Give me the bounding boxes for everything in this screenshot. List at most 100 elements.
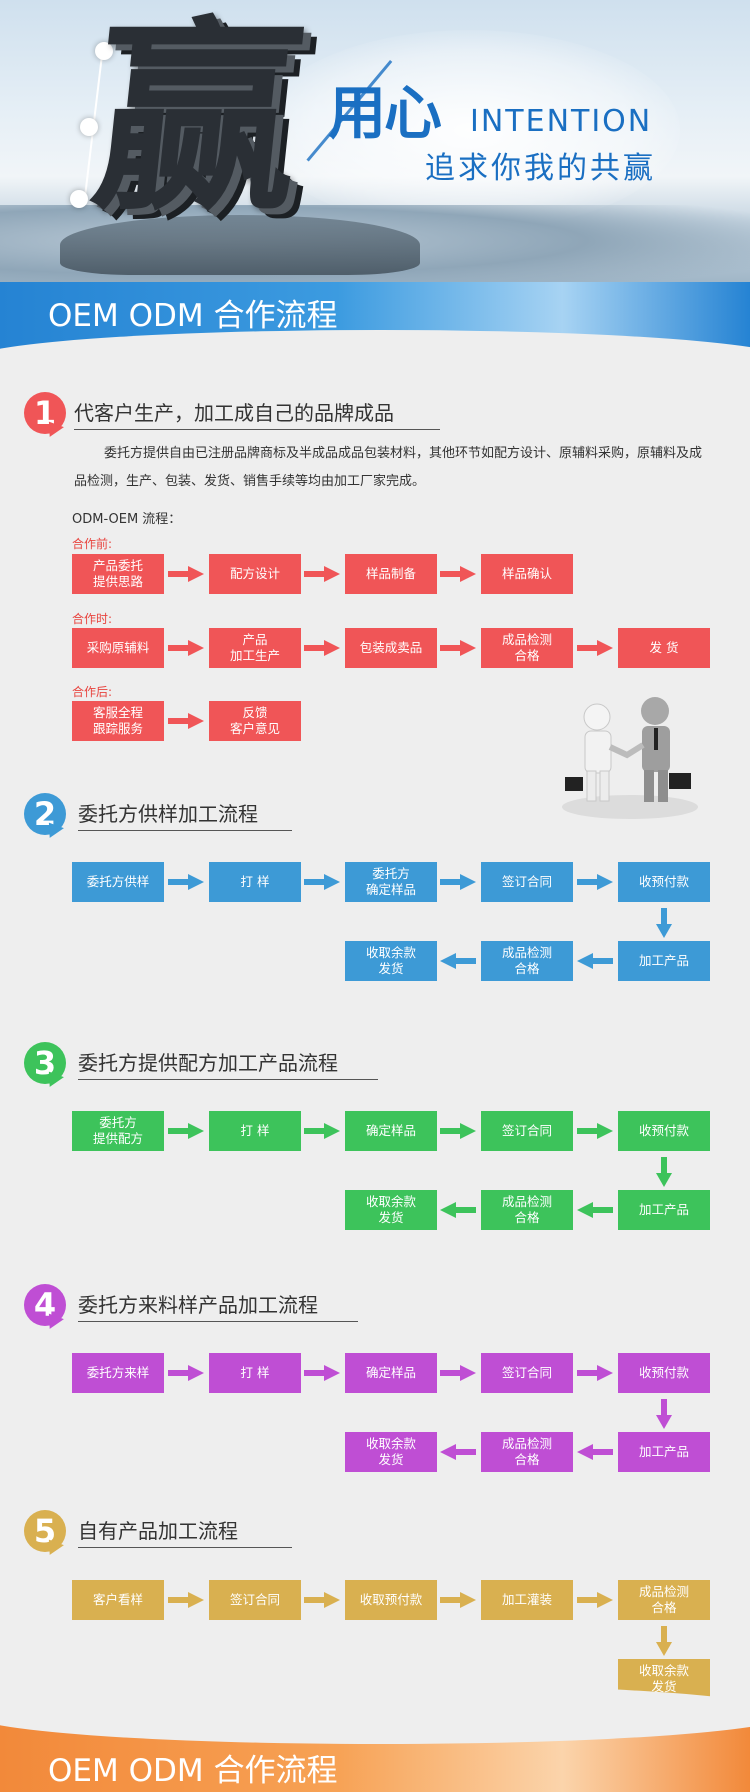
- flow-step: 委托方 确定样品: [345, 862, 437, 902]
- slogan-english: INTENTION: [470, 104, 653, 139]
- section-5-title: 自有产品加工流程: [78, 1515, 292, 1548]
- phase-label-before: 合作前:: [72, 537, 113, 551]
- arrow-right-icon: [577, 1592, 613, 1608]
- flow-step: 签订合同: [481, 862, 573, 902]
- section-4-title: 委托方来料样产品加工流程: [78, 1289, 358, 1322]
- arrow-left-icon: [440, 953, 476, 969]
- arrow-right-icon: [577, 640, 613, 656]
- section-banner-top: [0, 282, 750, 390]
- flow-step: 确定样品: [345, 1353, 437, 1393]
- hero-banner: 赢 用心 INTENTION 追求你我的共赢: [0, 0, 750, 285]
- section-banner-bottom: [0, 1684, 750, 1792]
- flow-step: 收取余款 发货: [345, 1432, 437, 1472]
- slogan-sub: 追求你我的共赢: [425, 151, 656, 186]
- flow-step: 客户看样: [72, 1580, 164, 1620]
- flow-step: 客服全程 跟踪服务: [72, 701, 164, 741]
- hero-big-char: 赢: [82, 1, 305, 239]
- flow-step: 收取余款 发货: [345, 1190, 437, 1230]
- flow-step: 确定样品: [345, 1111, 437, 1151]
- flow-step: 样品制备: [345, 554, 437, 594]
- arrow-right-icon: [577, 874, 613, 890]
- step-badge-2: 2: [24, 793, 66, 835]
- flow-step: 签订合同: [209, 1580, 301, 1620]
- arrow-left-icon: [577, 1444, 613, 1460]
- arrow-left-icon: [577, 1202, 613, 1218]
- banner-title-bottom: OEM ODM 合作流程: [48, 1753, 338, 1789]
- phase-label-after: 合作后:: [72, 685, 113, 699]
- flow-step: 加工产品: [618, 1190, 710, 1230]
- section-1-title: 代客户生产，加工成自己的品牌成品: [74, 397, 440, 430]
- flow-step: 反馈 客户意见: [209, 701, 301, 741]
- flow-step: 收取余款 发货: [345, 941, 437, 981]
- arrow-right-icon: [168, 874, 204, 890]
- arrow-right-icon: [440, 874, 476, 890]
- section-3-title: 委托方提供配方加工产品流程: [78, 1047, 378, 1080]
- handshake-illustration: [562, 697, 698, 819]
- step-badge-3: 3: [24, 1042, 66, 1084]
- arrow-down-icon: [656, 908, 672, 938]
- flow-step: 加工产品: [618, 941, 710, 981]
- slogan-main: 用心: [328, 79, 442, 147]
- flow-step: 委托方供样: [72, 862, 164, 902]
- arrow-right-icon: [577, 1123, 613, 1139]
- arrow-right-icon: [304, 640, 340, 656]
- arrow-left-icon: [577, 953, 613, 969]
- arrow-right-icon: [304, 874, 340, 890]
- arrow-right-icon: [304, 1592, 340, 1608]
- banner-title: OEM ODM 合作流程: [48, 298, 338, 334]
- arrow-down-icon: [656, 1157, 672, 1187]
- flow-step: 委托方 提供配方: [72, 1111, 164, 1151]
- arrow-right-icon: [168, 566, 204, 582]
- flow-step: 收预付款: [618, 1111, 710, 1151]
- flow-step: 成品检测 合格: [481, 628, 573, 668]
- arrow-right-icon: [440, 566, 476, 582]
- flow-step: 成品检测 合格: [481, 1190, 573, 1230]
- decor-dot: [95, 42, 113, 60]
- arrow-right-icon: [168, 1592, 204, 1608]
- step-badge-5: 5: [24, 1510, 66, 1552]
- arrow-right-icon: [304, 566, 340, 582]
- flow-step: 打 样: [209, 1353, 301, 1393]
- arrow-down-icon: [656, 1626, 672, 1656]
- flow-step: 加工灌装: [481, 1580, 573, 1620]
- flow-step: 打 样: [209, 1111, 301, 1151]
- flow-step: 产品委托 提供思路: [72, 554, 164, 594]
- section-2-title: 委托方供样加工流程: [78, 798, 292, 831]
- arrow-right-icon: [304, 1123, 340, 1139]
- flow-step: 成品检测 合格: [481, 1432, 573, 1472]
- flow-step: 加工产品: [618, 1432, 710, 1472]
- arrow-left-icon: [440, 1444, 476, 1460]
- phase-label-during: 合作时:: [72, 612, 113, 626]
- flow-step: 签订合同: [481, 1353, 573, 1393]
- flow-step: 采购原辅料: [72, 628, 164, 668]
- flow-step: 收预付款: [618, 1353, 710, 1393]
- arrow-right-icon: [304, 1365, 340, 1381]
- flow-label: ODM-OEM 流程：: [72, 512, 182, 527]
- hero-rock: [60, 215, 420, 275]
- step-badge-4: 4: [24, 1284, 66, 1326]
- step-badge-1: 1: [24, 392, 66, 434]
- arrow-right-icon: [577, 1365, 613, 1381]
- decor-dot: [80, 118, 98, 136]
- flow-step: 收取预付款: [345, 1580, 437, 1620]
- flow-step: 打 样: [209, 862, 301, 902]
- flow-step: 委托方来样: [72, 1353, 164, 1393]
- arrow-right-icon: [168, 1123, 204, 1139]
- section-1-description: 委托方提供自由已注册品牌商标及半成品成品包装材料，其他环节如配方设计、原辅料采购…: [74, 446, 703, 489]
- arrow-right-icon: [168, 640, 204, 656]
- arrow-right-icon: [440, 640, 476, 656]
- arrow-left-icon: [440, 1202, 476, 1218]
- decor-dot: [70, 190, 88, 208]
- flow-step: 收预付款: [618, 862, 710, 902]
- arrow-down-icon: [656, 1399, 672, 1429]
- arrow-right-icon: [440, 1592, 476, 1608]
- flow-step: 配方设计: [209, 554, 301, 594]
- flow-step: 签订合同: [481, 1111, 573, 1151]
- flow-step: 成品检测 合格: [481, 941, 573, 981]
- flow-step: 成品检测 合格: [618, 1580, 710, 1620]
- arrow-right-icon: [168, 713, 204, 729]
- flow-step: 包装成卖品: [345, 628, 437, 668]
- arrow-right-icon: [440, 1123, 476, 1139]
- flow-step: 产品 加工生产: [209, 628, 301, 668]
- flow-step: 发 货: [618, 628, 710, 668]
